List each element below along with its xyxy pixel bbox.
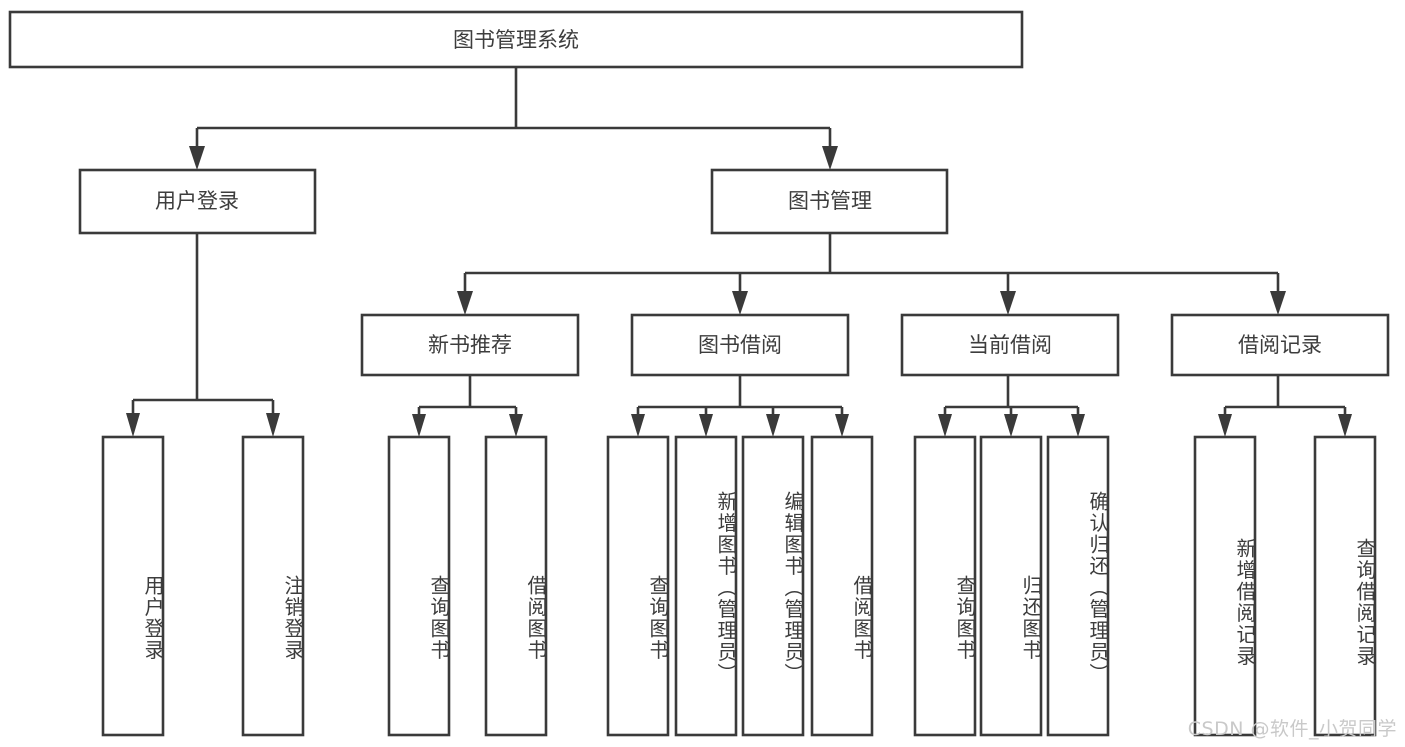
node-current-borrow[interactable]: 当前借阅 bbox=[900, 313, 1120, 377]
connector-root-to-level2 bbox=[189, 67, 838, 170]
connector-currentborrow-to-leaves bbox=[938, 375, 1085, 437]
leaf-box-newbook-2[interactable] bbox=[484, 435, 548, 737]
leaf-box-currentborrow-3[interactable] bbox=[1046, 435, 1110, 737]
leaf-box-newbook-1[interactable] bbox=[387, 435, 451, 737]
node-book-borrow[interactable]: 图书借阅 bbox=[630, 313, 850, 377]
arrow-head-icon bbox=[412, 414, 426, 437]
arrow-head-icon bbox=[699, 414, 713, 437]
arrow-head-icon bbox=[1000, 291, 1016, 315]
arrow-head-icon bbox=[509, 414, 523, 437]
arrow-head-icon bbox=[835, 414, 849, 437]
node-new-book-recommend-label: 新书推荐 bbox=[428, 333, 512, 357]
node-root[interactable]: 图书管理系统 bbox=[8, 10, 1024, 69]
node-borrow-record[interactable]: 借阅记录 bbox=[1170, 313, 1390, 377]
arrow-head-icon bbox=[1218, 414, 1232, 437]
node-book-management-label: 图书管理 bbox=[788, 189, 872, 213]
arrow-head-icon bbox=[938, 414, 952, 437]
arrow-head-icon bbox=[1004, 414, 1018, 437]
node-user-login[interactable]: 用户登录 bbox=[78, 168, 317, 235]
leaf-box-bookborrow-4[interactable] bbox=[810, 435, 874, 737]
leaf-box-bookborrow-2[interactable] bbox=[674, 435, 738, 737]
leaf-box-bookborrow-1[interactable] bbox=[606, 435, 670, 737]
node-borrow-record-label: 借阅记录 bbox=[1238, 333, 1322, 357]
leaf-box-currentborrow-2[interactable] bbox=[979, 435, 1043, 737]
leaf-box-user-login-2[interactable] bbox=[241, 435, 305, 737]
arrow-head-icon bbox=[457, 291, 473, 315]
leaf-box-user-login-1[interactable] bbox=[101, 435, 165, 737]
arrow-head-icon bbox=[766, 414, 780, 437]
connector-bookmgmt-to-level3 bbox=[457, 233, 1286, 315]
node-user-login-label: 用户登录 bbox=[155, 189, 239, 213]
leaf-box-borrowrecord-1[interactable] bbox=[1193, 435, 1257, 737]
connector-newbook-to-leaves bbox=[412, 375, 523, 437]
arrow-head-icon bbox=[189, 146, 205, 170]
connector-userlogin-to-leaves bbox=[126, 233, 280, 437]
connector-borrowrecord-to-leaves bbox=[1218, 375, 1352, 437]
arrow-head-icon bbox=[822, 146, 838, 170]
node-book-borrow-label: 图书借阅 bbox=[698, 333, 782, 357]
arrow-head-icon bbox=[631, 414, 645, 437]
csdn-watermark: CSDN @软件_小贺同学 bbox=[1187, 718, 1397, 740]
arrow-head-icon bbox=[266, 413, 280, 437]
leaf-box-bookborrow-3[interactable] bbox=[741, 435, 805, 737]
leaf-box-currentborrow-1[interactable] bbox=[913, 435, 977, 737]
connector-bookborrow-to-leaves bbox=[631, 375, 849, 437]
node-book-management[interactable]: 图书管理 bbox=[710, 168, 949, 235]
node-current-borrow-label: 当前借阅 bbox=[968, 333, 1052, 357]
arrow-head-icon bbox=[732, 291, 748, 315]
arrow-head-icon bbox=[1270, 291, 1286, 315]
leaf-box-borrowrecord-2[interactable] bbox=[1313, 435, 1377, 737]
arrow-head-icon bbox=[126, 413, 140, 437]
node-root-label: 图书管理系统 bbox=[453, 28, 579, 52]
node-new-book-recommend[interactable]: 新书推荐 bbox=[360, 313, 580, 377]
arrow-head-icon bbox=[1071, 414, 1085, 437]
arrow-head-icon bbox=[1338, 414, 1352, 437]
